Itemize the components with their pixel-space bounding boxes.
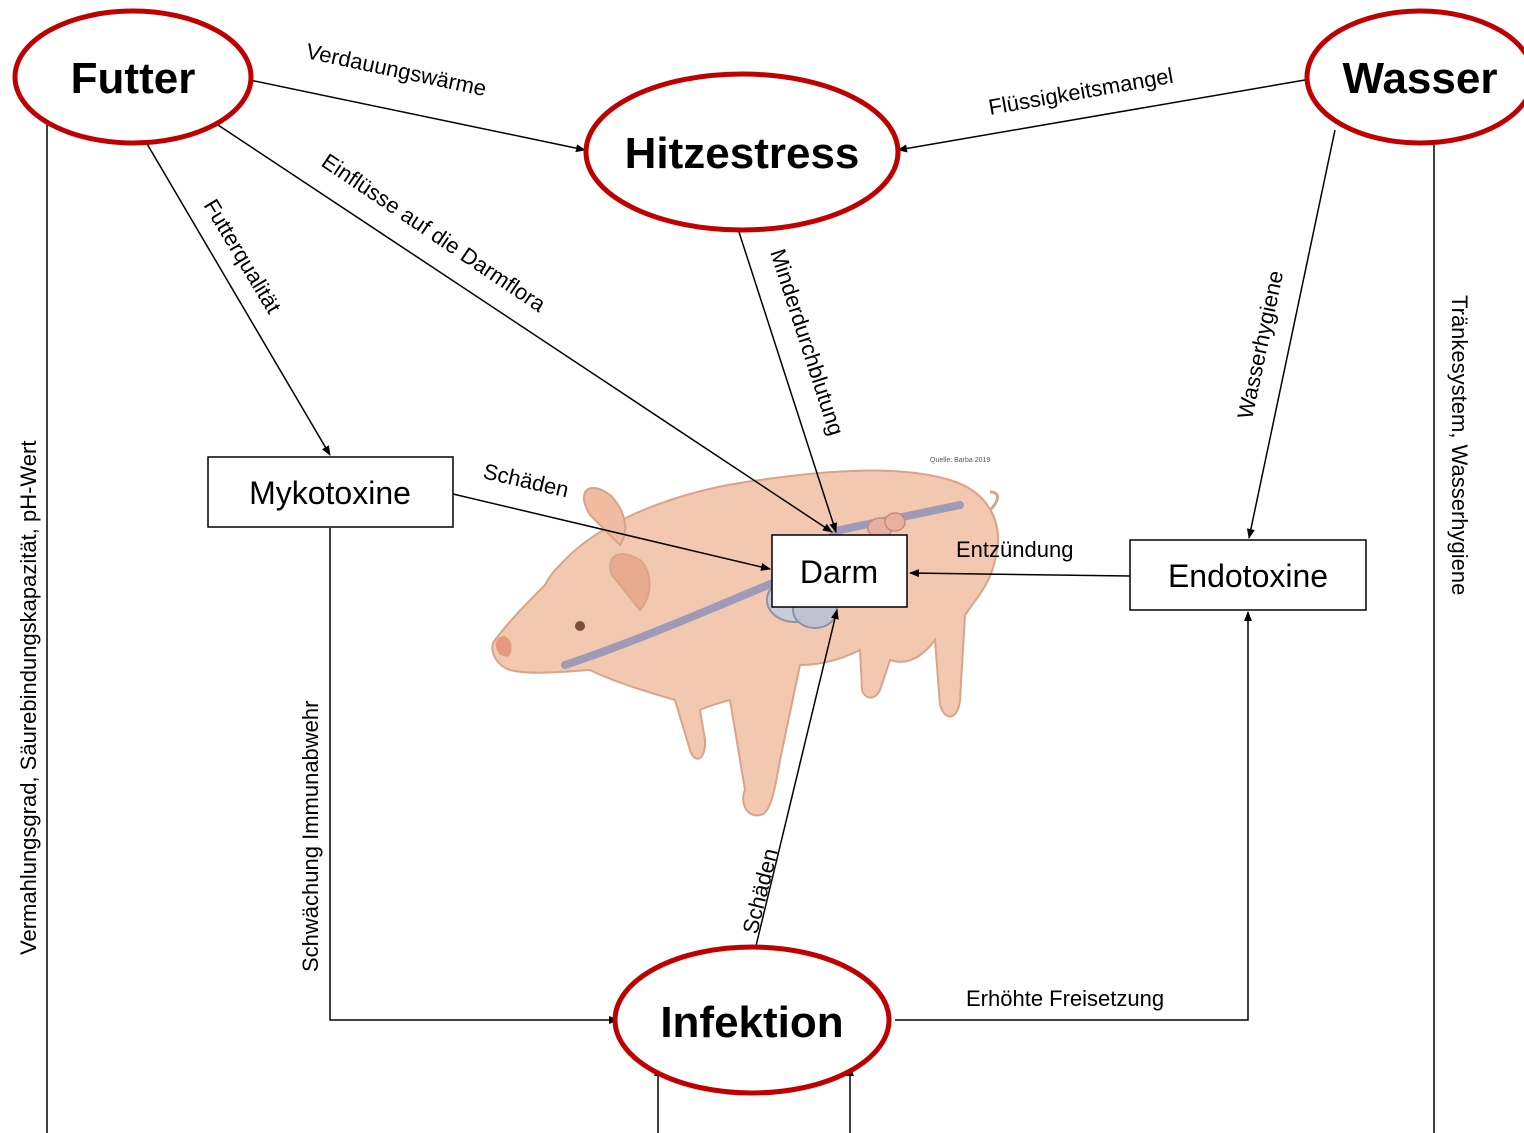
node-hitzestress-label: Hitzestress [625, 129, 860, 178]
node-infektion-label: Infektion [660, 998, 843, 1047]
edge-futter-mykotoxine [133, 120, 330, 455]
node-futter: Futter [15, 11, 251, 143]
node-wasser-label: Wasser [1343, 54, 1498, 103]
source-note: Quelle: Barba 2019 [930, 457, 990, 464]
node-mykotoxine-label: Mykotoxine [249, 475, 411, 511]
label-futterqualitaet: Futterqualität [199, 195, 287, 318]
node-infektion: Infektion [615, 947, 889, 1093]
label-schaeden-inf: Schäden [738, 846, 783, 936]
node-futter-label: Futter [71, 54, 196, 103]
edge-futter-hitzestress [245, 79, 585, 150]
node-darm: Darm [772, 535, 907, 607]
label-schaeden-myko: Schäden [481, 459, 571, 503]
label-fluessigkeitsmangel: Flüssigkeitsmangel [987, 63, 1176, 120]
label-darmflora: Einflüsse auf die Darmflora [317, 148, 551, 317]
pig-illustration [492, 471, 998, 816]
node-wasser: Wasser [1307, 11, 1524, 143]
node-endotoxine-label: Endotoxine [1168, 558, 1328, 594]
label-vermahlung: Vermahlungsgrad, Säurebindungskapazität,… [16, 441, 41, 955]
label-wasserhygiene: Wasserhygiene [1232, 268, 1288, 421]
node-mykotoxine: Mykotoxine [208, 457, 453, 527]
label-traenke: Tränkesystem, Wasserhygiene [1447, 295, 1472, 595]
label-verdauungswaerme: Verdauungswärme [304, 38, 489, 101]
label-freisetzung: Erhöhte Freisetzung [966, 986, 1164, 1011]
node-darm-label: Darm [800, 554, 878, 590]
node-hitzestress: Hitzestress [586, 74, 898, 230]
node-endotoxine: Endotoxine [1130, 540, 1366, 610]
label-entzuendung: Entzündung [956, 537, 1073, 562]
label-immunabwehr: Schwächung Immunabwehr [298, 701, 323, 972]
label-minderdurchblutung: Minderdurchblutung [765, 246, 849, 439]
